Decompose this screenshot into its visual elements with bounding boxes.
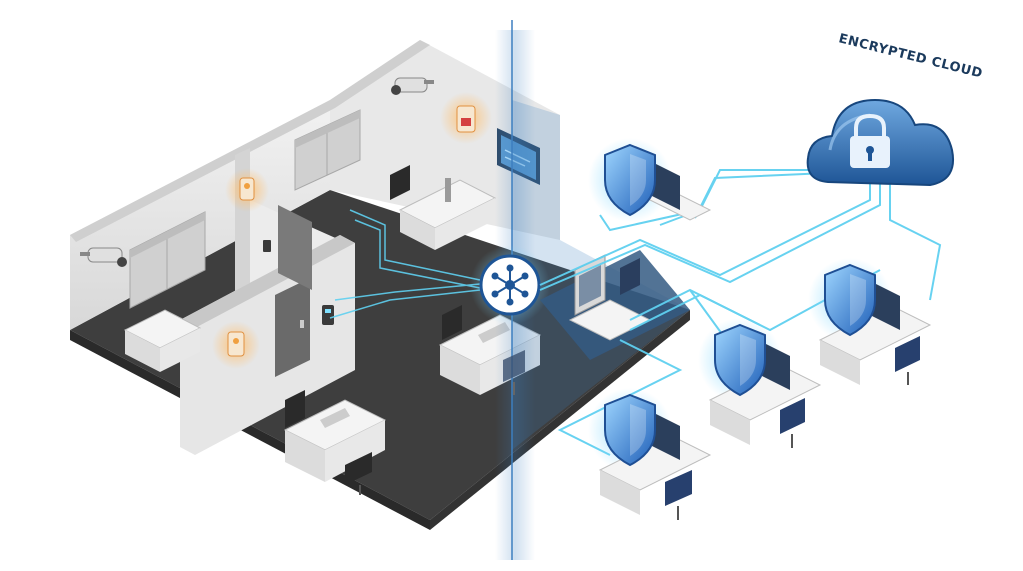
office-chair: [895, 336, 920, 385]
window-left: [129, 211, 206, 309]
shield-icon: [824, 263, 876, 337]
office-chair: [780, 398, 805, 448]
office-door: [275, 278, 310, 377]
floor-edge: [70, 330, 430, 530]
encrypted-cloud: [806, 98, 954, 187]
network-hub-icon: [470, 245, 550, 325]
lock-icon: [850, 113, 890, 168]
security-camera-icon: [80, 247, 127, 267]
front-partition: [180, 235, 355, 455]
alarm-sensor-icon: [440, 92, 492, 144]
protected-workstation: [588, 138, 712, 222]
keypad-back-icon: [263, 240, 271, 252]
central-workstation-platform: [540, 250, 690, 360]
office-chair: [665, 470, 692, 520]
motion-sensor-icon: [225, 168, 269, 212]
encrypted-network-links: [539, 169, 942, 456]
keypad-icon: [322, 305, 334, 325]
protected-workstation: [698, 318, 822, 448]
door-handle: [300, 320, 304, 328]
shield-icon: [604, 143, 656, 217]
office-desk: [283, 390, 387, 482]
wall-top: [70, 40, 430, 242]
office-desk: [390, 165, 497, 250]
office-door-back: [278, 205, 312, 290]
office-desk: [123, 309, 202, 372]
office-chair: [345, 452, 372, 495]
motion-sensor-icon: [212, 321, 260, 369]
sensor-data-links: [329, 209, 481, 319]
protected-workstation: [808, 258, 932, 385]
office-chair: [503, 350, 525, 395]
window-back: [294, 109, 361, 191]
shield-icon: [604, 393, 656, 467]
cloud-label: ENCRYPTED CLOUD: [837, 31, 984, 81]
shield-icon: [714, 323, 766, 397]
protected-workstation: [588, 388, 712, 520]
security-camera-icon: [391, 77, 434, 95]
